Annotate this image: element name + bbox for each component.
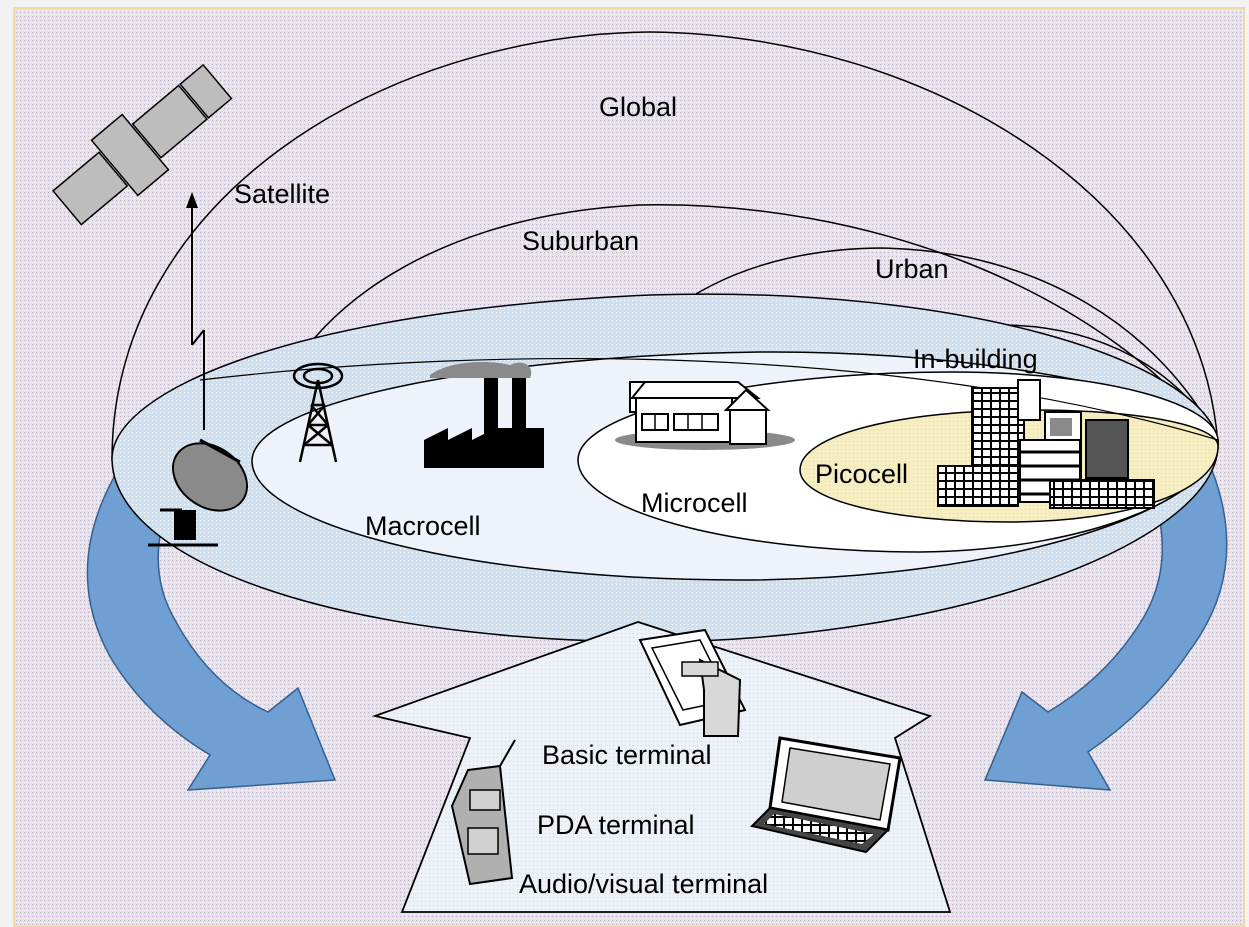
laptop-icon	[750, 736, 902, 854]
label-picocell: Picocell	[815, 459, 908, 489]
label-global: Global	[599, 92, 677, 122]
label-basic-terminal: Basic terminal	[542, 740, 712, 770]
horizon-line	[199, 357, 1219, 441]
office-buildings-icon	[937, 379, 1155, 509]
dish-antenna-icon	[148, 438, 249, 547]
label-pda-terminal: PDA terminal	[537, 810, 695, 840]
global-boundary	[111, 31, 1219, 461]
factory-icon	[424, 362, 544, 468]
label-audio-visual-terminal: Audio/visual terminal	[519, 869, 768, 899]
label-satellite: Satellite	[234, 179, 330, 209]
label-microcell: Microcell	[641, 488, 748, 518]
label-suburban: Suburban	[522, 226, 639, 256]
left-curved-arrow	[86, 469, 337, 791]
label-in-building: In-building	[913, 344, 1038, 374]
right-curved-arrow	[983, 469, 1228, 791]
pda-icon	[638, 628, 747, 737]
mobile-phone-icon	[450, 739, 516, 886]
satellite-icon	[51, 63, 233, 226]
uplink-arrow	[186, 192, 205, 430]
radio-tower-icon	[292, 362, 344, 463]
label-urban: Urban	[875, 254, 949, 284]
label-macrocell: Macrocell	[365, 511, 481, 541]
house-icon	[615, 381, 795, 450]
